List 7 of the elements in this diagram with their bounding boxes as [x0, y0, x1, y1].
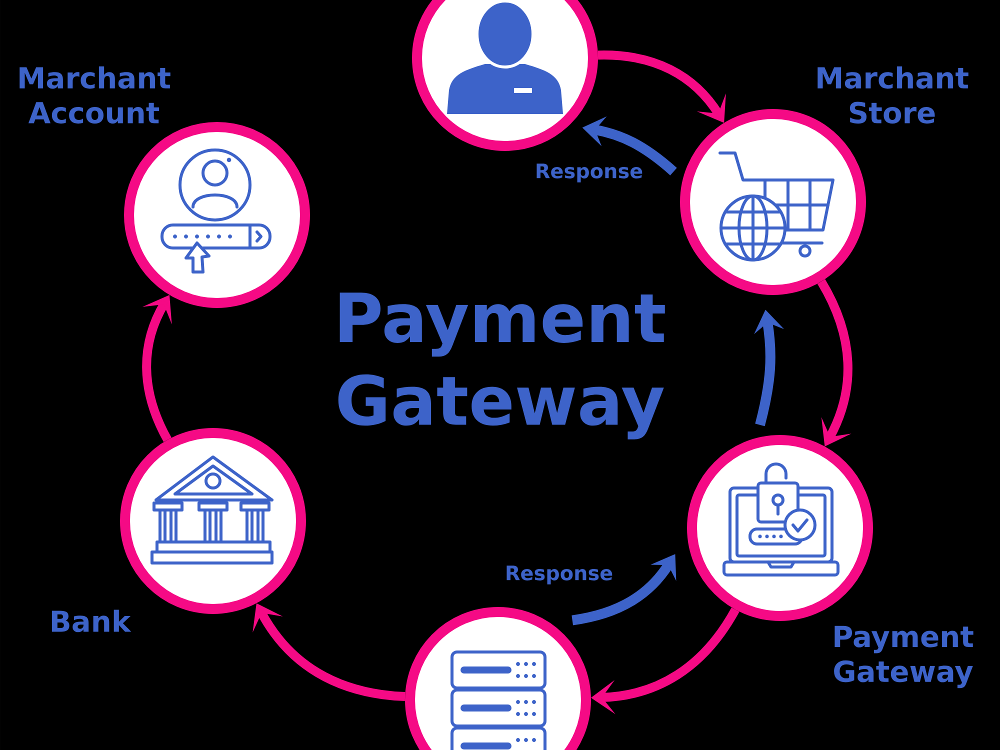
node-label: Bank [52, 610, 132, 632]
node-label: Payment Gateway [834, 626, 974, 688]
node-label: Marchant Account [20, 66, 170, 124]
node-label: Marchant Store [818, 66, 968, 124]
title: Payment Gateway [338, 292, 665, 440]
edge-label: Response [502, 564, 616, 586]
edge-label: Response [532, 162, 646, 184]
